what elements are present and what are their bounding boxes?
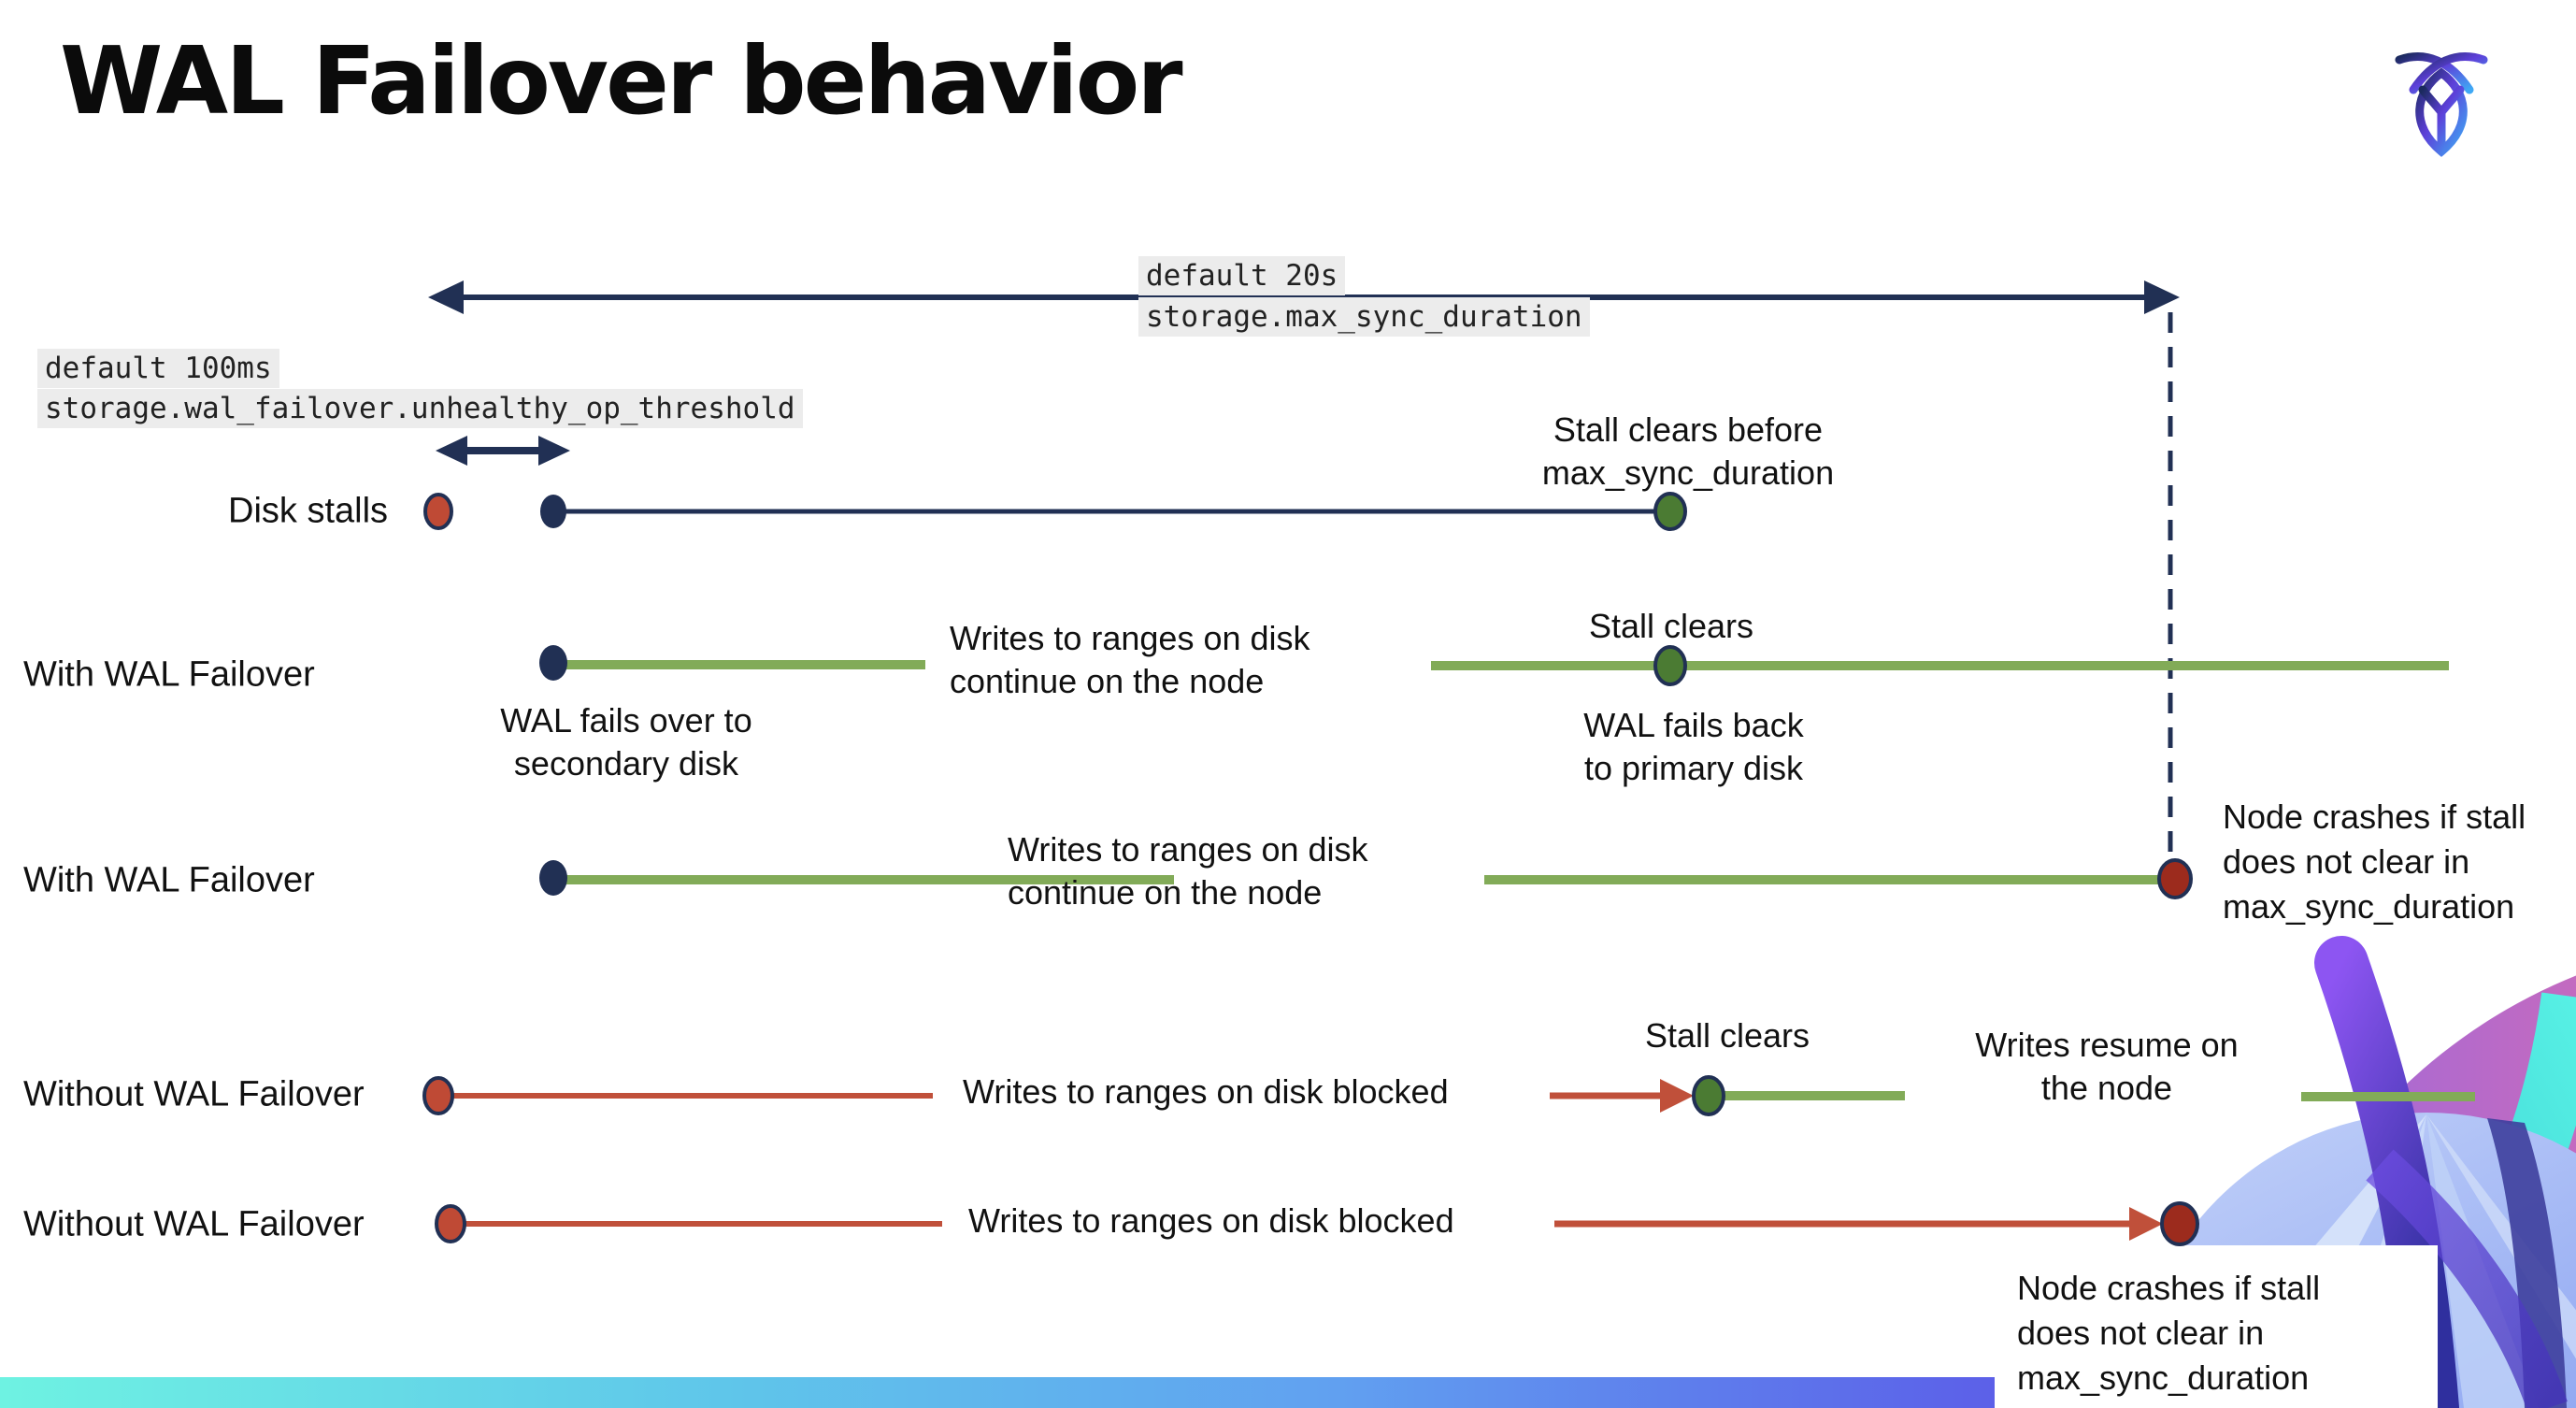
note-line: does not clear in xyxy=(2223,842,2470,881)
page-title: WAL Failover behavior xyxy=(60,26,1183,136)
note-line: the node xyxy=(2040,1069,2173,1107)
row-label-disk-stalls: Disk stalls xyxy=(228,491,389,531)
disk-stalls-timeline xyxy=(423,492,1687,531)
stall-start-dot xyxy=(435,1204,466,1243)
unhealthy-op-setting-name: storage.wal_failover.unhealthy_op_thresh… xyxy=(37,389,803,428)
threshold-dot xyxy=(540,495,566,528)
decor-dome-wedge xyxy=(2426,1114,2576,1359)
writes-blocked-note-2: Writes to ranges on disk blocked xyxy=(968,1201,1454,1240)
node-crash-note-1: Node crashes if stall does not clear in … xyxy=(2223,795,2526,929)
cockroachdb-logo-icon xyxy=(2395,52,2488,157)
failover-dot xyxy=(539,645,567,681)
note-line: to primary disk xyxy=(1583,749,1804,787)
node-crash-dot xyxy=(2160,1201,2199,1246)
writes-resume-note: Writes resume on the node xyxy=(1975,1024,2238,1110)
stall-clears-dot xyxy=(1692,1075,1725,1116)
note-line: max_sync_duration xyxy=(1541,453,1835,492)
note-line: Writes to ranges on disk xyxy=(1008,830,1368,869)
note-line: max_sync_duration xyxy=(2223,887,2515,926)
decor-indigo-wedge xyxy=(2487,1118,2567,1408)
decor-cyan-band-2 xyxy=(2405,1161,2576,1408)
writes-blocked-note-1: Writes to ranges on disk blocked xyxy=(963,1072,1449,1111)
stall-clears-dot xyxy=(1653,492,1687,531)
node-crash-dot xyxy=(2157,858,2193,899)
note-line: continue on the node xyxy=(1008,873,1323,912)
note-line: Writes to ranges on disk xyxy=(950,619,1310,657)
note-line: WAL fails over to xyxy=(500,701,752,740)
writes-continue-note-2: Writes to ranges on disk continue on the… xyxy=(1008,828,1368,914)
note-line: secondary disk xyxy=(513,744,739,783)
logo-y-vein xyxy=(2418,85,2465,154)
crash-note-line: Node crashes if stall xyxy=(2017,1269,2321,1307)
failback-dot xyxy=(1653,645,1687,686)
max-sync-setting-name: storage.max_sync_duration xyxy=(1138,297,1590,337)
max-sync-default-label: default 20s xyxy=(1138,256,1346,295)
note-line: Stall clears before xyxy=(1553,410,1824,449)
unhealthy-op-threshold-span-arrow xyxy=(436,436,570,466)
failback-primary-note: WAL fails back to primary disk xyxy=(1583,704,1803,790)
stall-start-dot xyxy=(423,493,453,530)
stall-clears-note-2: Stall clears xyxy=(1644,1016,1810,1055)
note-line: WAL fails back xyxy=(1583,706,1804,744)
writes-continue-note-1: Writes to ranges on disk continue on the… xyxy=(950,617,1310,703)
note-line: continue on the node xyxy=(950,662,1265,700)
with-failover-clears-timeline xyxy=(539,645,2449,686)
row-label-with-failover-1: With WAL Failover xyxy=(23,654,315,695)
row-label-without-failover-2: Without WAL Failover xyxy=(23,1204,365,1244)
failover-dot xyxy=(539,860,567,896)
crash-note-line: max_sync_duration xyxy=(2017,1358,2310,1397)
failover-secondary-note: WAL fails over to secondary disk xyxy=(500,699,751,785)
crash-note-line: does not clear in xyxy=(2017,1314,2265,1352)
logo-antenna xyxy=(2409,52,2488,94)
row-label-with-failover-2: With WAL Failover xyxy=(23,860,315,900)
note-line: Writes resume on xyxy=(1975,1026,2239,1064)
stall-clears-before-note: Stall clears before max_sync_duration xyxy=(1542,409,1834,495)
stall-clears-note-1: Stall clears xyxy=(1588,607,1754,645)
unhealthy-op-default-label: default 100ms xyxy=(37,349,279,388)
stall-start-dot xyxy=(422,1076,454,1115)
note-line: Node crashes if stall xyxy=(2223,797,2526,836)
decor-dome-wedge xyxy=(2426,1114,2539,1408)
crash-note-card: Node crashes if stall does not clear in … xyxy=(1995,1245,2438,1408)
row-label-without-failover-1: Without WAL Failover xyxy=(23,1074,365,1114)
